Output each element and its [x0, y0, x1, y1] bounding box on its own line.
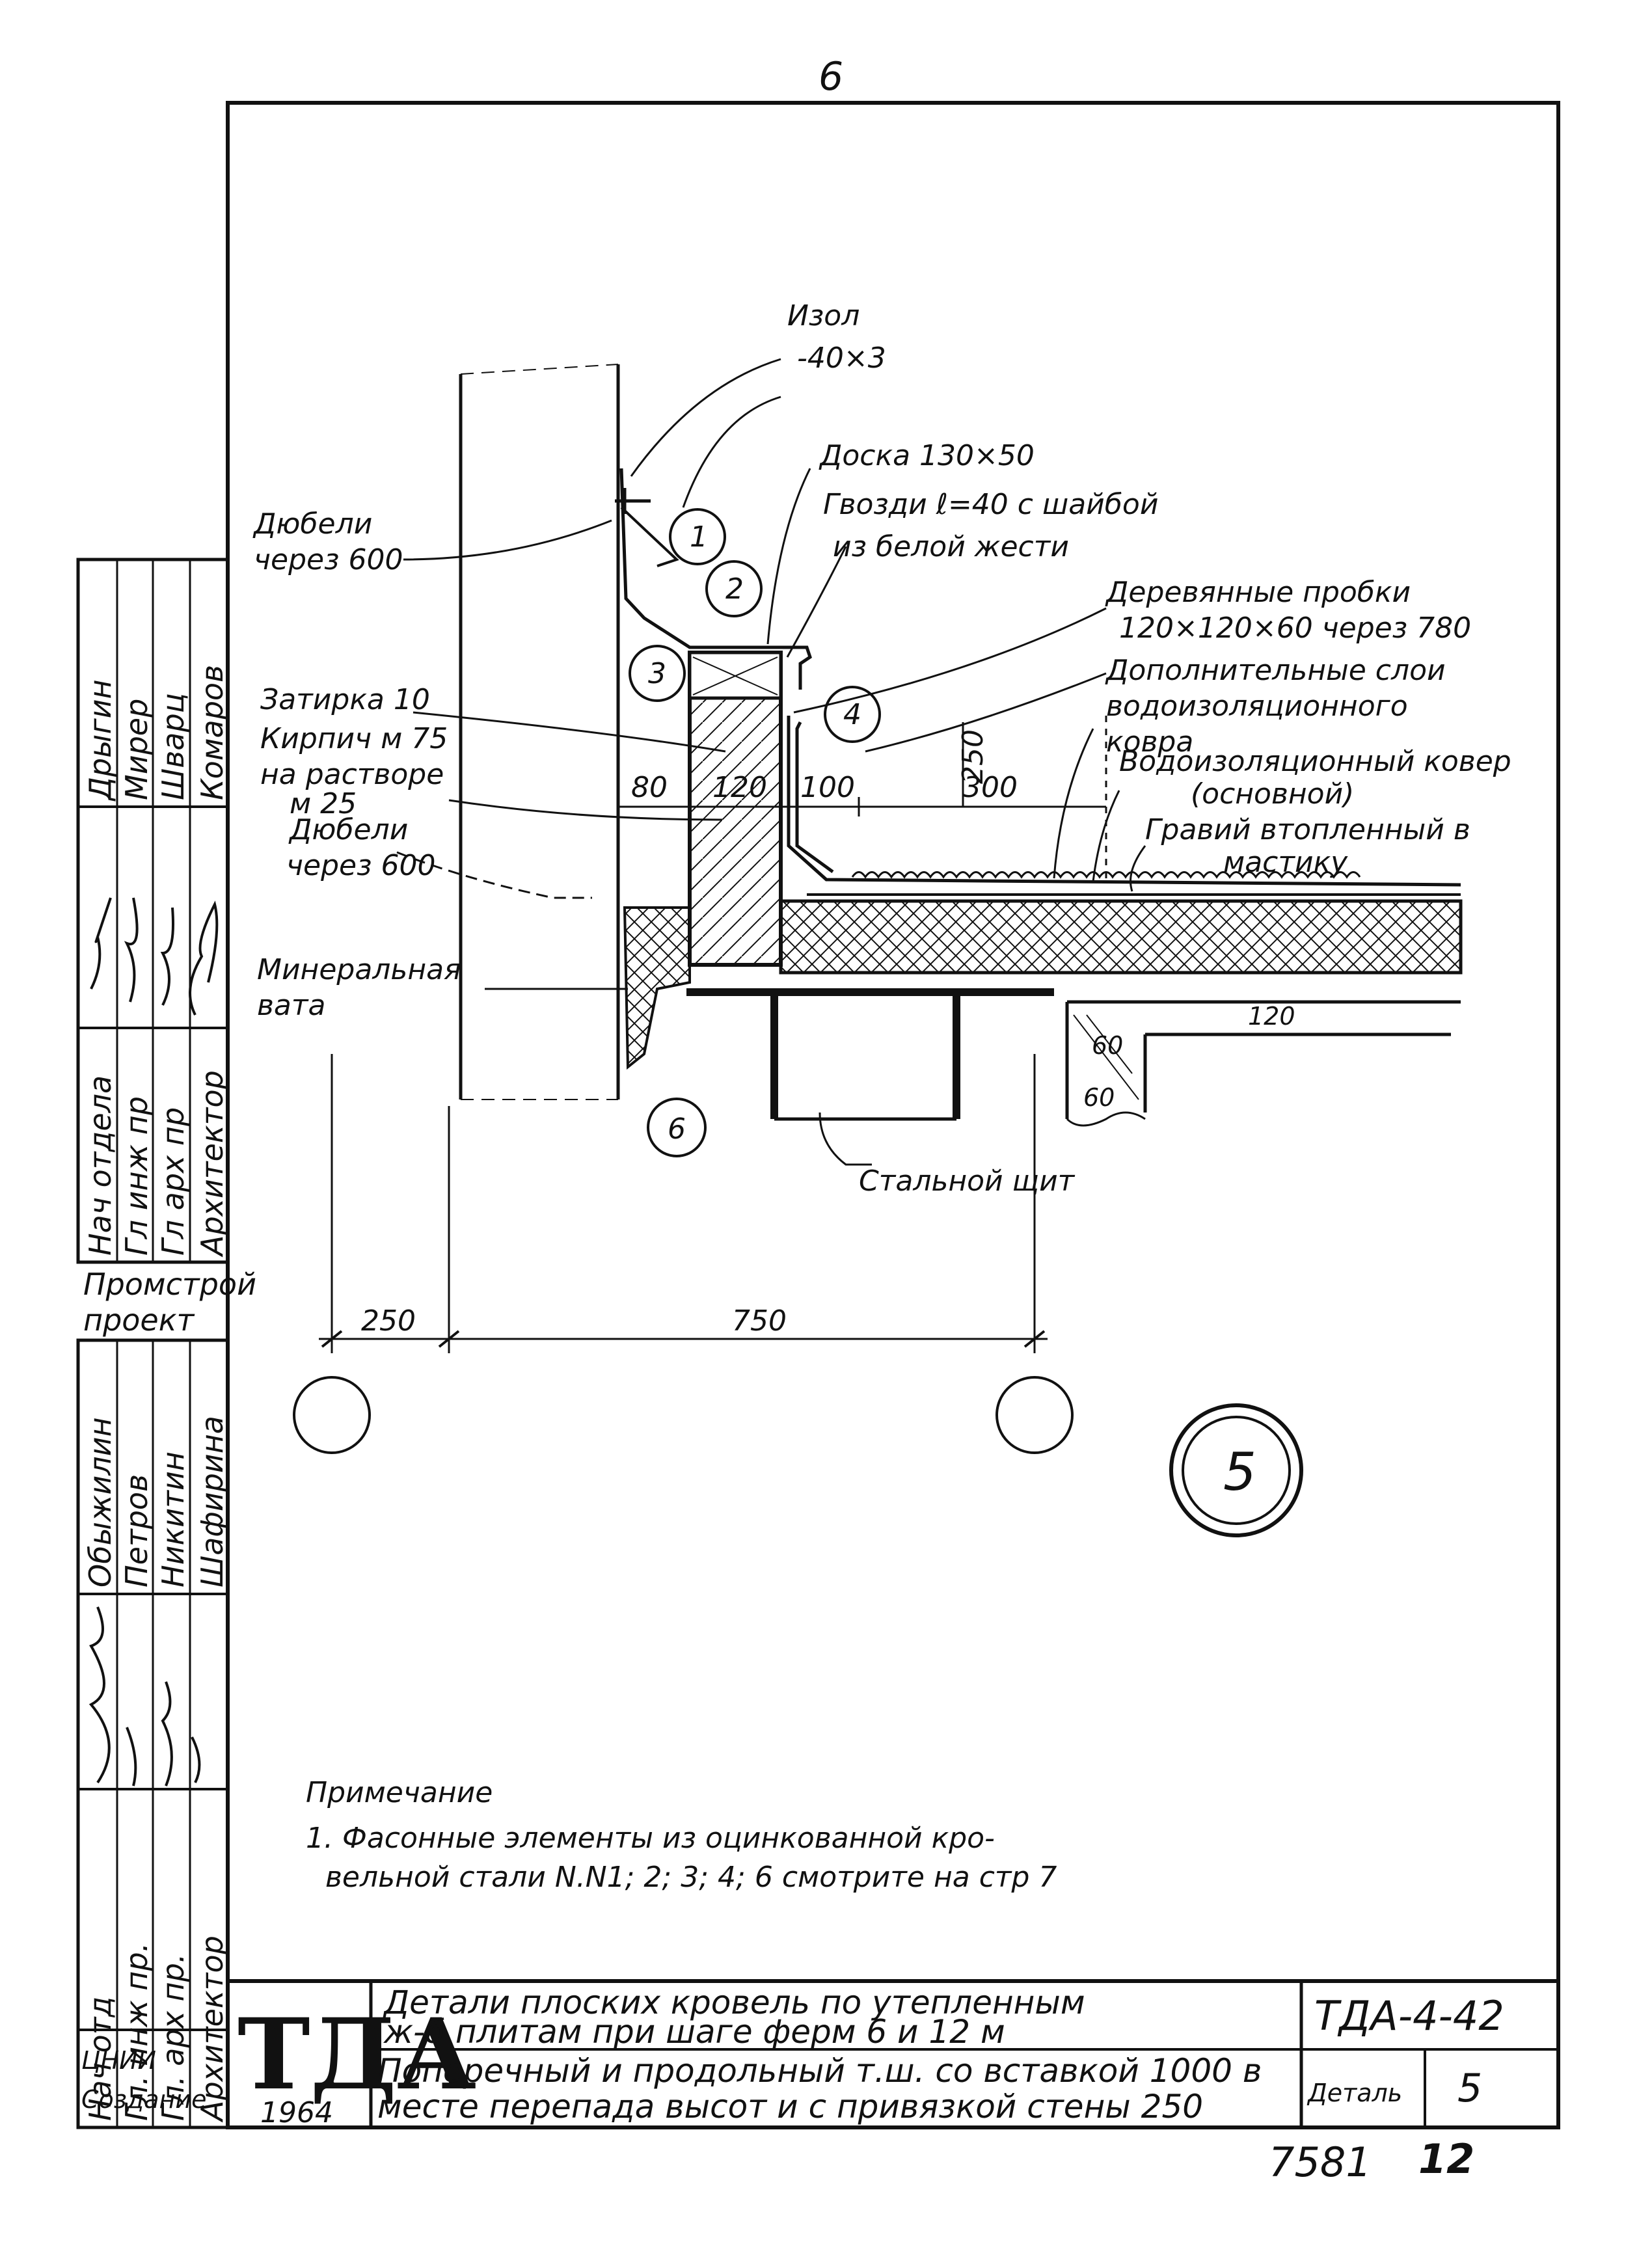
stamp-name-5: Обыжилин	[83, 1417, 118, 1587]
label-doska: Доска 130×50	[819, 439, 1035, 472]
flashing-1	[619, 468, 812, 690]
label-mineral-2: вата	[257, 989, 326, 1022]
stamp-name-3: Шварц	[156, 693, 191, 800]
marker-3-label: 3	[648, 657, 666, 690]
signature-lower	[88, 1606, 201, 1787]
note-line-1: 1. Фасонные элементы из оцинкованной кро…	[306, 1822, 995, 1855]
dim-250: 250	[361, 1304, 416, 1338]
title-line-2: ж-б плитам при шаге ферм 6 и 12 м	[383, 2013, 1005, 2051]
marker-1-label: 1	[690, 520, 708, 554]
stamp-name-8: Шафирина	[195, 1416, 230, 1587]
marker-2-label: 2	[725, 573, 744, 606]
stamp-name-4: Комаров	[195, 665, 230, 800]
subtitle-line-1: Поперечный и продольный т.ш. со вставкой…	[377, 2052, 1262, 2090]
marker-2	[705, 560, 763, 617]
stamp-name-7: Никитин	[156, 1451, 191, 1587]
marker-3	[629, 645, 686, 702]
label-dubeli-bot: Дюбели	[288, 813, 408, 846]
label-graviy: Гравий втопленный в	[1145, 813, 1470, 846]
mineral-wool	[623, 906, 691, 1070]
note-title: Примечание	[306, 1776, 493, 1809]
logo: ТДА	[237, 1997, 476, 2112]
stamp-role-5: Нач отд	[83, 1997, 118, 2121]
detail-mark-label: 5	[1223, 1442, 1256, 1502]
title-line-1: Детали плоских кровель по утепленным	[383, 1984, 1085, 2021]
marker-4-label: 4	[843, 698, 861, 731]
year: 1964	[260, 2096, 333, 2129]
dim-300: 300	[963, 771, 1018, 804]
stamp-name-2: Мирер	[119, 699, 154, 800]
label-gvozdi: Гвозди ℓ=40 с шайбой	[823, 488, 1158, 521]
stamp-org-1: Промстрой	[83, 1267, 256, 1302]
signature-upper	[90, 897, 219, 1016]
label-gvozdi-2: из белой жести	[833, 530, 1069, 563]
label-kirpich: Кирпич м 75	[260, 722, 448, 755]
label-dubeli-top: Дюбели	[252, 507, 372, 541]
label-dubeli-top-2: через 600	[254, 543, 403, 576]
dim-60b: 60	[1083, 1083, 1115, 1112]
note-line-2: вельной стали N.N1; 2; 3; 4; 6 смотрите …	[325, 1861, 1057, 1894]
footer-number: 7581	[1269, 2138, 1372, 2186]
dim-750: 750	[732, 1304, 787, 1338]
stamp-name-1: Дрыгин	[83, 679, 118, 802]
detail-mark-outer	[1169, 1403, 1303, 1537]
stamp-role-4: Архитектор	[195, 1070, 230, 1258]
sheet-number: 6	[819, 54, 843, 100]
marker-4	[824, 686, 881, 743]
subtitle-line-2: месте перепада высот и с привязкой стены…	[377, 2088, 1203, 2125]
label-mineral: Минеральная	[257, 953, 461, 986]
note: Примечание 1. Фасонные элементы из оцинк…	[306, 1776, 1057, 1894]
title-block: ТДА 1964 Детали плоских кровель по утепл…	[228, 1979, 1558, 2129]
stamp-role-2: Гл инж пр	[119, 1096, 154, 1256]
dim-100: 100	[800, 771, 855, 804]
label-stalnoy: Стальной щит	[859, 1165, 1076, 1198]
flashing-2	[620, 506, 679, 567]
label-dop-sloi-2: водоизоляционного	[1106, 690, 1408, 723]
label-probki-2: 120×120×60 через 780	[1119, 612, 1471, 645]
stamp-role-3: Гл арх пр	[156, 1107, 191, 1256]
marker-1	[669, 508, 726, 565]
label-dubeli-bot-2: через 600	[286, 849, 435, 882]
dim-80: 80	[631, 771, 668, 804]
rc-slab	[1065, 1000, 1461, 1119]
marker-6	[647, 1098, 707, 1157]
label-dop-sloi-3: ковра	[1106, 725, 1193, 759]
footer-page: 12	[1418, 2135, 1474, 2183]
document-code: ТДА-4-42	[1314, 1992, 1504, 2040]
section-drawing: 60 60 120 80 120 100 300 250 1 2 3 4 6	[252, 299, 1511, 1537]
roof-insulation	[779, 899, 1463, 975]
label-zatirka: Затирка 10	[260, 683, 430, 716]
label-izol: Изол	[787, 299, 860, 332]
label-dop-sloi: Дополнительные слои	[1105, 654, 1446, 687]
label-kirpich-2: на растворе	[260, 758, 444, 791]
marker-6-label: 6	[668, 1113, 686, 1146]
dim-250-vertical: 250	[956, 729, 990, 784]
detail-label: Деталь	[1307, 2079, 1402, 2107]
stamp-name-6: Петров	[119, 1474, 154, 1587]
dim-120: 120	[712, 771, 767, 804]
stamp-role-1: Нач отдела	[83, 1075, 118, 1256]
label-vodoiz-2: (основной)	[1191, 777, 1354, 811]
side-stamp: Нач отдела Гл инж пр Гл арх пр Архитекто…	[76, 558, 256, 2129]
label-graviy-2: мастику	[1223, 846, 1348, 879]
detail-mark-inner	[1182, 1416, 1291, 1525]
stamp-bottom-2: Создание	[81, 2085, 206, 2114]
label-probki: Деревянные пробки	[1105, 576, 1411, 609]
stamp-role-8: Архитектор	[195, 1936, 230, 2123]
stamp-bottom-1: ЦНИИ	[81, 2046, 156, 2075]
stamp-org-2: проект	[83, 1302, 195, 1338]
label-izol-size: -40×3	[797, 342, 886, 375]
stamp-role-7: Гл. арх пр.	[156, 1954, 191, 2121]
axis-circle-right	[995, 1376, 1074, 1454]
dim-120b: 120	[1248, 1002, 1295, 1031]
axis-circle-left	[293, 1376, 371, 1454]
label-kirpich-3: м 25	[290, 787, 357, 820]
brick-parapet	[688, 651, 783, 967]
dim-60a: 60	[1092, 1031, 1123, 1060]
label-vodoiz: Водоизоляционный ковер	[1119, 745, 1511, 778]
detail-number: 5	[1457, 2066, 1482, 2111]
stamp-role-6: Гл. инж пр.	[119, 1943, 154, 2121]
